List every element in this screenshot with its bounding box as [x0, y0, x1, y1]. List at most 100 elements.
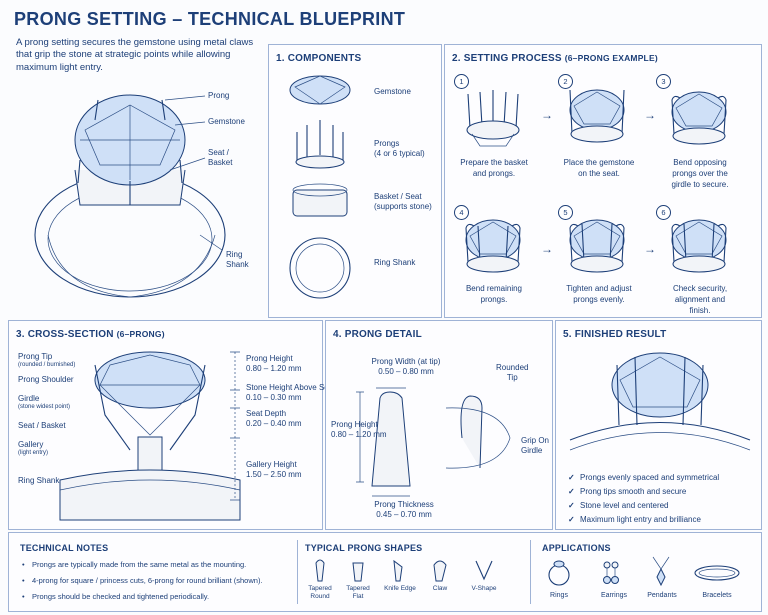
step-5-number: 5 [558, 205, 573, 220]
pd-thickness-value: 0.45 – 0.70 mm [376, 510, 432, 519]
tapered-round-icon [315, 559, 325, 582]
bracelet-icon [694, 565, 740, 581]
xs-label-gallery: Gallery (light entry) [18, 440, 48, 458]
components-illustrations [289, 75, 351, 299]
xs-dim-stone-height: Stone Height Above Seat 0.10 – 0.30 mm [246, 383, 335, 403]
step-4-number: 4 [454, 205, 469, 220]
xs-dim-seat-depth-value: 0.20 – 0.40 mm [246, 419, 302, 428]
xs-dim-gallery-height-label: Gallery Height [246, 460, 297, 469]
finished-check-1: ✓ Prongs evenly spaced and symmetrical [568, 473, 719, 483]
process-title-sub: (6–PRONG EXAMPLE) [564, 53, 658, 63]
hero-label-shank: Ring Shank [226, 250, 249, 269]
finished-check-3: ✓ Stone level and centered [568, 501, 669, 511]
pendant-icon [652, 556, 670, 570]
cross-section-title-sub: (6–PRONG) [116, 329, 165, 339]
pd-width-value: 0.50 – 0.80 mm [378, 367, 434, 376]
xs-dim-prong-height: Prong Height 0.80 – 1.20 mm [246, 354, 302, 374]
applications-title: APPLICATIONS [542, 543, 611, 553]
components-title: 1. COMPONENTS [276, 53, 362, 64]
app-label-bracelets: Bracelets [702, 592, 732, 599]
applications-icons [548, 556, 740, 587]
hero-label-seat: Seat / Basket [208, 148, 233, 167]
xs-prong-tip-note: (rounded / burnished) [18, 362, 76, 368]
check-icon: ✓ [568, 501, 575, 510]
finished-check-1-text: Prongs evenly spaced and symmetrical [580, 473, 720, 482]
shape-label-claw: Claw [432, 585, 448, 592]
hero-ring-illustration [34, 94, 226, 298]
process-title: 2. SETTING PROCESS (6–PRONG EXAMPLE) [452, 53, 658, 64]
step-2-number: 2 [558, 74, 573, 89]
step-1-illustration [466, 90, 520, 147]
step-2-caption: Place the gemstone on the seat. [563, 158, 635, 178]
cross-section-title: 3. CROSS-SECTION (6–PRONG) [16, 329, 165, 340]
finished-check-4-text: Maximum light entry and brilliance [580, 515, 701, 524]
step-3-illustration [671, 91, 727, 145]
xs-gallery-text: Gallery [18, 440, 44, 449]
finished-check-3-text: Stone level and centered [580, 501, 669, 510]
component-prongs-icon [296, 120, 344, 162]
xs-dim-seat-depth-label: Seat Depth [246, 409, 287, 418]
step-5-caption: Tighten and adjust prongs evenly. [566, 284, 632, 304]
note-item: 4-prong for square / princess cuts, 6-pr… [22, 576, 297, 586]
xs-label-prong-tip: Prong Tip (rounded / burnished) [18, 352, 75, 370]
app-label-pendants: Pendants [647, 592, 677, 599]
shapes-icons [315, 559, 493, 582]
pd-height: Prong Height 0.80 – 1.20 mm [331, 420, 387, 440]
hero-leader-lines [164, 95, 223, 251]
shapes-title: TYPICAL PRONG SHAPES [305, 543, 423, 553]
finished-check-4: ✓ Maximum light entry and brilliance [568, 515, 701, 525]
pd-width: Prong Width (at tip) 0.50 – 0.80 mm [368, 357, 444, 377]
pd-rounded-tip: Rounded Tip [496, 363, 529, 382]
check-icon: ✓ [568, 515, 575, 524]
xs-label-seat: Seat / Basket [18, 421, 66, 430]
step-6-caption: Check security, alignment and finish. [672, 284, 728, 315]
shape-label-v-shape: V-Shape [471, 585, 497, 592]
note-item: Prongs should be checked and tightened p… [22, 592, 297, 602]
pd-width-label: Prong Width (at tip) [371, 357, 441, 366]
ring-icon [548, 564, 570, 586]
page-title: PRONG SETTING – TECHNICAL BLUEPRINT [14, 9, 406, 29]
xs-dim-prong-height-value: 0.80 – 1.20 mm [246, 364, 302, 373]
component-label-shank: Ring Shank [374, 258, 416, 267]
xs-dim-stone-height-label: Stone Height Above Seat [246, 383, 336, 392]
pd-grip: Grip On Girdle [521, 436, 550, 455]
tapered-flat-icon [352, 562, 364, 582]
xs-prong-tip-text: Prong Tip [18, 352, 53, 361]
component-basket-icon [292, 189, 348, 217]
check-icon: ✓ [568, 473, 575, 482]
process-title-main: 2. SETTING PROCESS [452, 53, 562, 64]
finished-ring-illustration [569, 352, 751, 451]
component-shank-icon [289, 237, 351, 299]
knife-edge-icon [393, 559, 403, 582]
note-item: Prongs are typically made from the same … [22, 560, 297, 570]
pd-height-label: Prong Height [331, 420, 378, 429]
intro-text: A prong setting secures the gemstone usi… [16, 37, 254, 73]
step-arrow-2-3: → [644, 108, 656, 122]
xs-dim-gallery-height-value: 1.50 – 2.50 mm [246, 470, 302, 479]
xs-label-shank: Ring Shank [18, 476, 60, 485]
v-shape-icon [475, 560, 493, 581]
divider-2 [530, 540, 531, 604]
xs-gallery-note: (light entry) [18, 450, 49, 456]
step-6-number: 6 [656, 205, 671, 220]
step-arrow-4-5: → [541, 242, 553, 256]
shape-label-knife-edge: Knife Edge [384, 585, 416, 592]
step-4-caption: Bend remaining prongs. [465, 284, 523, 304]
xs-dim-seat-depth: Seat Depth 0.20 – 0.40 mm [246, 409, 302, 429]
step-arrow-5-6: → [644, 242, 656, 256]
xs-girdle-text: Girdle [18, 394, 40, 403]
xs-label-prong-shoulder: Prong Shoulder [18, 375, 74, 384]
xs-dim-gallery-height: Gallery Height 1.50 – 2.50 mm [246, 460, 302, 480]
hero-label-prong: Prong [208, 91, 230, 100]
claw-icon [433, 560, 447, 582]
earrings-icon [603, 561, 611, 569]
pd-height-value: 0.80 – 1.20 mm [331, 430, 387, 439]
finished-check-2: ✓Prong tips smooth and secure [568, 487, 686, 497]
xs-label-girdle: Girdle (stone widest point) [18, 394, 70, 412]
shape-label-tapered-flat: Tapered Flat [346, 585, 370, 601]
xs-dim-stone-height-value: 0.10 – 0.30 mm [246, 393, 302, 402]
step-5-illustration [569, 219, 625, 273]
cross-section-illustration [59, 351, 241, 521]
prong-detail-panel [325, 320, 553, 530]
prong-detail-illustration [356, 387, 511, 497]
